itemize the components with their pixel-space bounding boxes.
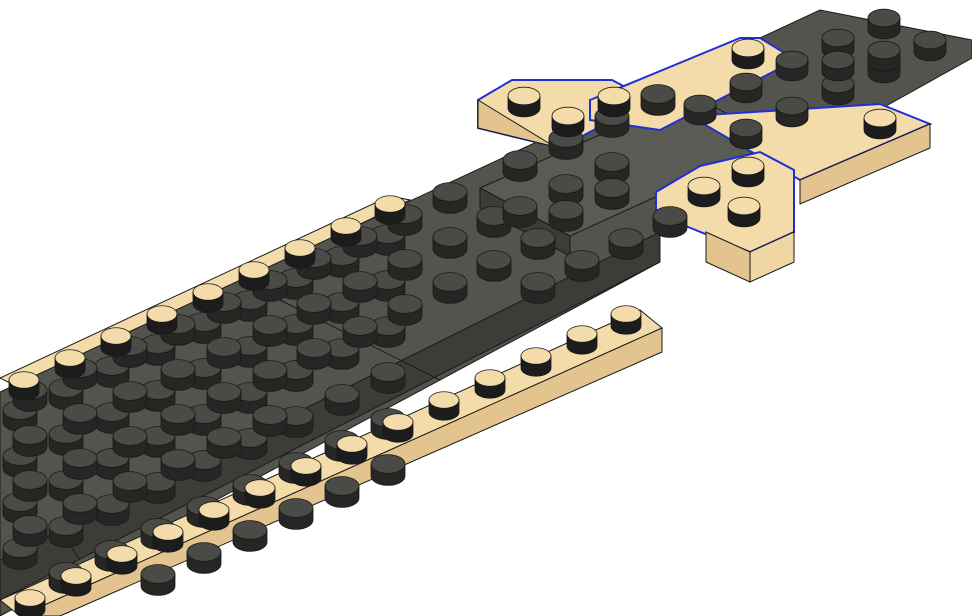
- stud-icon: [107, 546, 137, 575]
- stud-icon: [611, 306, 641, 335]
- stud-icon: [732, 39, 764, 69]
- stud-icon: [641, 85, 675, 116]
- stud-icon: [161, 360, 195, 391]
- stud-icon: [864, 109, 896, 139]
- stud-icon: [503, 197, 537, 228]
- stud-icon: [297, 294, 331, 325]
- stud-icon: [521, 273, 555, 304]
- stud-icon: [161, 405, 195, 436]
- stud-icon: [13, 426, 47, 457]
- stud-icon: [822, 51, 854, 81]
- stud-icon: [776, 51, 808, 81]
- stud-icon: [388, 295, 422, 326]
- stud-icon: [595, 179, 629, 210]
- stud-icon: [13, 471, 47, 502]
- stud-icon: [375, 196, 405, 225]
- stud-icon: [521, 229, 555, 260]
- stud-icon: [245, 480, 275, 509]
- stud-icon: [207, 338, 241, 369]
- stud-icon: [253, 361, 287, 392]
- stud-icon: [371, 363, 405, 394]
- stud-icon: [9, 372, 39, 401]
- stud-icon: [549, 201, 583, 232]
- stud-icon: [503, 151, 537, 182]
- stud-icon: [609, 229, 643, 260]
- stud-icon: [552, 107, 584, 137]
- stud-icon: [521, 348, 551, 377]
- stud-icon: [868, 41, 900, 71]
- stud-icon: [199, 502, 229, 531]
- stud-icon: [153, 524, 183, 553]
- stud-icon: [343, 317, 377, 348]
- stud-icon: [433, 183, 467, 214]
- stud-icon: [337, 436, 367, 465]
- stud-icon: [684, 95, 716, 125]
- stud-icon: [371, 455, 405, 486]
- stud-icon: [728, 197, 760, 227]
- stud-icon: [433, 273, 467, 304]
- stud-icon: [63, 494, 97, 525]
- stud-icon: [193, 284, 223, 313]
- stud-icon: [429, 392, 459, 421]
- stud-icon: [285, 240, 315, 269]
- stud-icon: [141, 565, 175, 596]
- stud-icon: [383, 414, 413, 443]
- stud-icon: [279, 499, 313, 530]
- stud-icon: [325, 385, 359, 416]
- stud-icon: [207, 428, 241, 459]
- stud-icon: [730, 73, 762, 103]
- stud-icon: [13, 516, 47, 547]
- stud-icon: [55, 350, 85, 379]
- stud-icon: [239, 262, 269, 291]
- stud-icon: [776, 97, 808, 127]
- stud-icon: [914, 31, 946, 61]
- stud-icon: [868, 9, 900, 39]
- stud-icon: [207, 383, 241, 414]
- stud-icon: [732, 157, 764, 187]
- stud-icon: [343, 272, 377, 303]
- stud-icon: [187, 543, 221, 574]
- stud-icon: [253, 316, 287, 347]
- stud-icon: [113, 382, 147, 413]
- stud-icon: [101, 328, 131, 357]
- stud-icon: [61, 568, 91, 597]
- stud-icon: [475, 370, 505, 399]
- stud-icon: [331, 218, 361, 247]
- stud-icon: [388, 250, 422, 281]
- stud-icon: [508, 87, 540, 117]
- stud-icon: [297, 339, 331, 370]
- stud-icon: [688, 177, 720, 207]
- stud-icon: [113, 427, 147, 458]
- stud-icon: [325, 477, 359, 508]
- stud-icon: [63, 404, 97, 435]
- stud-icon: [477, 251, 511, 282]
- stud-icon: [63, 449, 97, 480]
- stud-icon: [598, 87, 630, 117]
- stud-icon: [653, 207, 687, 238]
- stud-icon: [567, 326, 597, 355]
- stud-icon: [730, 119, 762, 149]
- stud-icon: [291, 458, 321, 487]
- stud-icon: [113, 472, 147, 503]
- stud-icon: [433, 228, 467, 259]
- stud-icon: [565, 251, 599, 282]
- stud-icon: [253, 406, 287, 437]
- stud-icon: [161, 450, 195, 481]
- stud-icon: [147, 306, 177, 335]
- stud-icon: [233, 521, 267, 552]
- stud-icon: [15, 590, 45, 616]
